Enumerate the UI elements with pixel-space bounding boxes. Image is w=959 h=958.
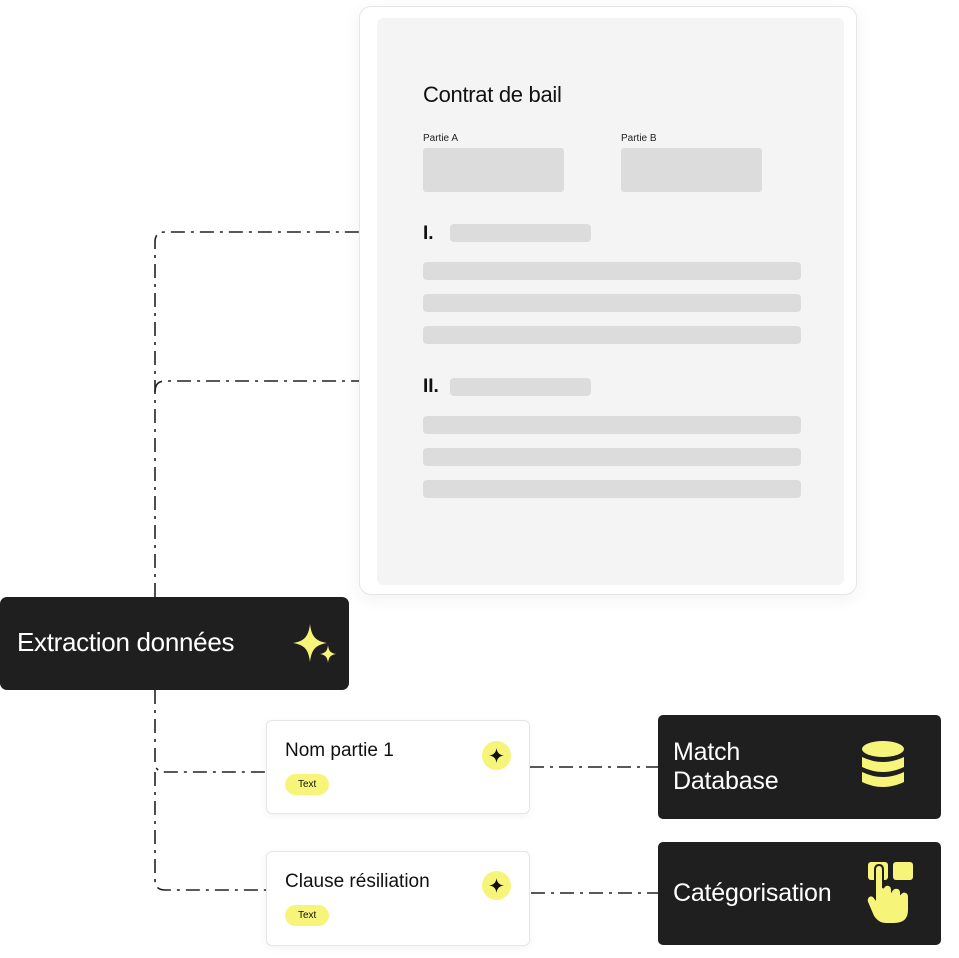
hand-pointer-icon — [866, 862, 913, 925]
section-2-line — [423, 448, 801, 466]
section-1-number: I. — [423, 223, 434, 244]
field-type-tag: Text — [285, 905, 330, 926]
extraction-box: Extraction données — [0, 597, 349, 690]
categorisation-label: Catégorisation — [673, 879, 832, 907]
sparkle-icon — [482, 871, 511, 900]
section-2-number: II. — [423, 376, 439, 397]
extraction-title: Extraction données — [17, 627, 235, 657]
section-2-heading-placeholder — [450, 378, 591, 396]
party-a-field — [423, 148, 564, 192]
connector-field-2 — [154, 772, 267, 891]
sparkle-icon — [482, 741, 511, 770]
document-page: Contrat de bail Partie A Partie B I. II. — [377, 18, 844, 585]
match-database-label-line1: Match — [673, 738, 741, 766]
field-card-nom-partie[interactable]: Nom partie 1 Text — [266, 720, 530, 814]
field-title: Nom partie 1 — [285, 740, 394, 761]
party-b-label: Partie B — [621, 133, 657, 144]
categorisation-box: Catégorisation — [658, 842, 941, 945]
connector-field-1 — [154, 690, 267, 773]
section-2-line — [423, 480, 801, 498]
section-1-line — [423, 294, 801, 312]
field-title: Clause résiliation — [285, 871, 430, 892]
database-icon — [862, 741, 904, 787]
match-database-label-line2: Database — [673, 767, 779, 795]
section-1-heading-placeholder — [450, 224, 591, 242]
party-b-field — [621, 148, 762, 192]
section-1-line — [423, 262, 801, 280]
match-database-box: Match Database — [658, 715, 941, 819]
field-card-clause-resiliation[interactable]: Clause résiliation Text — [266, 851, 530, 946]
connector-section-1 — [154, 231, 412, 597]
section-1-line — [423, 326, 801, 344]
document-card: Contrat de bail Partie A Partie B I. II. — [359, 6, 857, 595]
match-database-label: Match Database — [673, 738, 779, 796]
connector-section-2 — [154, 380, 410, 393]
field-type-tag: Text — [285, 774, 330, 795]
party-a-label: Partie A — [423, 133, 459, 144]
sparkles-icon — [293, 624, 336, 663]
section-2-line — [423, 416, 801, 434]
document-title: Contrat de bail — [423, 82, 562, 107]
